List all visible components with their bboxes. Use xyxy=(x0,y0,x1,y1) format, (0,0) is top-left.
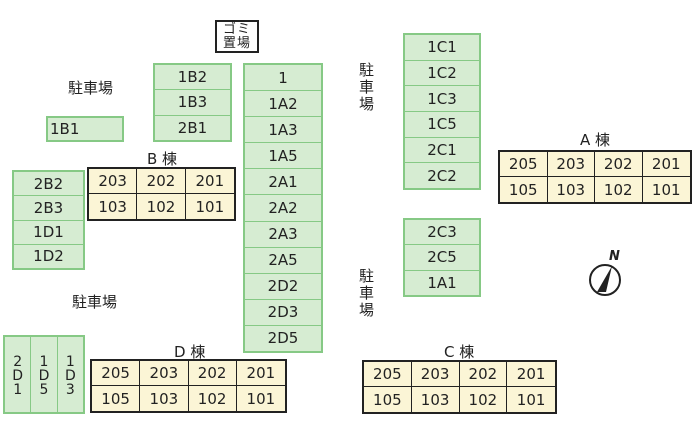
building-b-label: B 棟 xyxy=(147,150,178,168)
parking-space[interactable]: 1D5 xyxy=(31,337,58,412)
building-c-label: C 棟 xyxy=(444,343,475,361)
room[interactable]: 203 xyxy=(140,361,189,386)
room[interactable]: 201 xyxy=(507,362,555,387)
parking-space[interactable]: 1B3 xyxy=(155,90,230,116)
room[interactable]: 102 xyxy=(137,194,186,219)
parking-space[interactable]: 2A1 xyxy=(245,169,321,196)
room[interactable]: 103 xyxy=(89,194,138,219)
parking-space[interactable]: 1D1 xyxy=(14,221,83,245)
parking-space[interactable]: 2B2 xyxy=(14,172,83,197)
parking-space[interactable]: 2C3 xyxy=(405,220,479,246)
room[interactable]: 201 xyxy=(236,361,285,386)
room[interactable]: 205 xyxy=(364,362,412,387)
room[interactable]: 105 xyxy=(364,387,412,412)
parking-space[interactable]: 1D3 xyxy=(62,353,79,396)
building-d-label: D 棟 xyxy=(174,343,206,361)
room[interactable]: 102 xyxy=(189,386,237,411)
parking-space[interactable]: 2C5 xyxy=(405,245,479,271)
room[interactable]: 101 xyxy=(516,390,546,409)
parking-label: 駐車場 xyxy=(68,79,114,97)
parking-space[interactable]: 2B1 xyxy=(177,118,208,137)
parking-space[interactable]: 1C5 xyxy=(405,112,479,138)
parking-label: 駐車場 xyxy=(357,62,375,113)
room[interactable]: 205 xyxy=(92,361,141,386)
parking-label: 駐車場 xyxy=(357,268,375,319)
room[interactable]: 205 xyxy=(500,152,548,177)
parking-space[interactable]: 2C2 xyxy=(427,166,457,185)
room[interactable]: 202 xyxy=(137,169,186,194)
parking-space[interactable]: 2D2 xyxy=(245,274,321,300)
parking-space[interactable]: 1A5 xyxy=(245,143,321,170)
parking-space[interactable]: 2A3 xyxy=(245,222,321,248)
room[interactable]: 102 xyxy=(460,387,508,412)
parking-space[interactable]: 1B1 xyxy=(50,120,80,138)
parking-space[interactable]: 1C1 xyxy=(405,35,479,61)
parking-space[interactable]: 1A2 xyxy=(245,91,321,118)
room[interactable]: 201 xyxy=(185,169,234,194)
parking-space[interactable]: 2D1 xyxy=(5,337,32,412)
parking-space[interactable]: 1 xyxy=(245,65,321,92)
parking-space[interactable]: 2D3 xyxy=(245,300,321,326)
compass-north-label: N xyxy=(609,249,620,264)
room[interactable]: 101 xyxy=(195,197,225,216)
garbage-area: ゴミ置場 xyxy=(215,20,259,53)
room[interactable]: 203 xyxy=(89,169,138,194)
room[interactable]: 101 xyxy=(246,389,276,408)
room[interactable]: 102 xyxy=(595,177,643,202)
room[interactable]: 202 xyxy=(459,362,508,387)
parking-group-1b1: 1B1 xyxy=(46,116,124,142)
room[interactable]: 202 xyxy=(595,152,643,177)
room[interactable]: 105 xyxy=(500,177,548,202)
room[interactable]: 201 xyxy=(642,152,690,177)
parking-space[interactable]: 1C3 xyxy=(405,86,479,113)
room[interactable]: 101 xyxy=(651,180,681,199)
parking-space[interactable]: 1B2 xyxy=(155,65,230,91)
parking-space[interactable]: 2B3 xyxy=(14,196,83,221)
room[interactable]: 105 xyxy=(92,386,141,411)
room[interactable]: 103 xyxy=(548,177,595,202)
parking-space[interactable]: 1A3 xyxy=(245,117,321,144)
parking-space[interactable]: 1C2 xyxy=(405,61,479,87)
parking-space[interactable]: 2C1 xyxy=(405,138,479,164)
parking-space[interactable]: 1D2 xyxy=(33,247,64,266)
room[interactable]: 103 xyxy=(412,387,460,412)
parking-space[interactable]: 1A1 xyxy=(427,273,457,292)
building-a-label: A 棟 xyxy=(580,131,611,149)
parking-space[interactable]: 2D5 xyxy=(267,329,299,348)
compass-icon: N xyxy=(587,249,627,298)
room[interactable]: 203 xyxy=(547,152,595,177)
room[interactable]: 203 xyxy=(411,362,460,387)
parking-space[interactable]: 2A2 xyxy=(245,195,321,222)
parking-label: 駐車場 xyxy=(72,293,118,311)
room[interactable]: 202 xyxy=(188,361,237,386)
parking-space[interactable]: 2A5 xyxy=(245,248,321,274)
room[interactable]: 103 xyxy=(140,386,189,411)
